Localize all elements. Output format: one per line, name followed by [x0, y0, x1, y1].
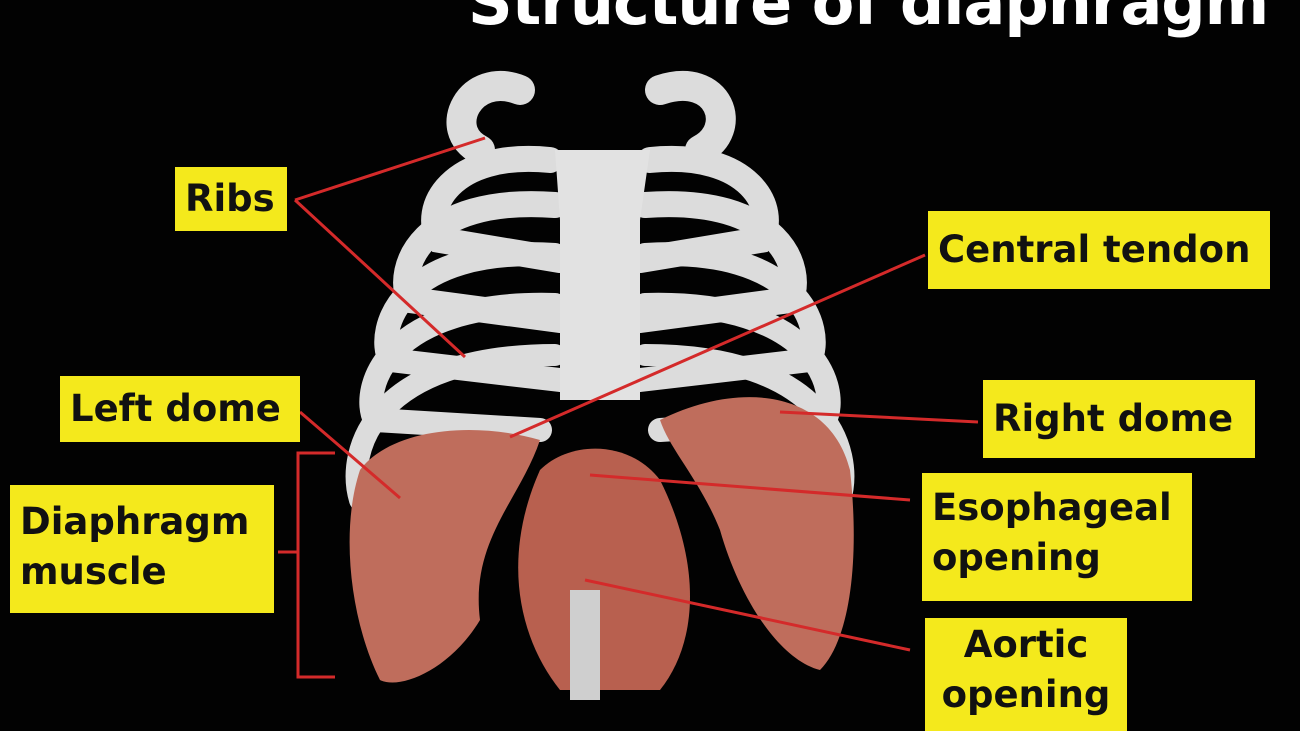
label-esophageal-line2: opening	[932, 536, 1101, 579]
diagram-title: Structure of diaphragm	[468, 0, 1269, 39]
label-aortic-opening: Aortic opening	[925, 618, 1127, 731]
central-muscle	[518, 448, 690, 690]
ribs-leader-upper	[294, 136, 486, 202]
label-diaphragm-muscle: Diaphragm muscle	[10, 485, 274, 613]
ribs-leader-lower	[293, 198, 467, 359]
label-right-dome: Right dome	[983, 380, 1255, 458]
label-central-tendon: Central tendon	[928, 211, 1270, 289]
left-dome-leader	[299, 410, 401, 500]
aortic-leader	[584, 578, 911, 652]
central-tendon-leader	[509, 253, 926, 439]
rib-cage	[345, 71, 855, 511]
label-aortic-line1: Aortic	[963, 623, 1089, 666]
right-dome-muscle	[660, 397, 854, 670]
label-diaphragm-muscle-line2: muscle	[20, 550, 167, 593]
spine	[570, 590, 600, 700]
diaphragm-muscle-bracket	[278, 451, 335, 679]
label-esophageal-opening: Esophageal opening	[922, 473, 1192, 601]
left-dome-muscle	[349, 430, 540, 683]
right-dome-leader	[779, 410, 979, 424]
leader-lines	[278, 136, 979, 679]
sternum	[555, 150, 650, 400]
label-left-dome: Left dome	[60, 376, 300, 442]
label-diaphragm-muscle-line1: Diaphragm	[20, 500, 250, 543]
label-esophageal-line1: Esophageal	[932, 486, 1172, 529]
label-aortic-line2: opening	[941, 673, 1111, 716]
esophageal-leader	[589, 473, 911, 502]
label-ribs: Ribs	[175, 167, 287, 231]
